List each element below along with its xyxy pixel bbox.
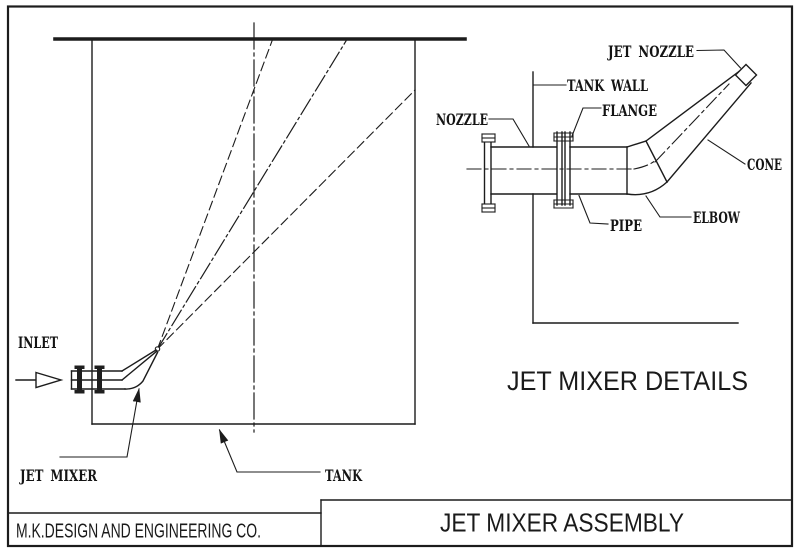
jet-spray-line-upper — [156, 40, 273, 350]
main-tank-view: INLET JET MIXER TANK — [15, 22, 467, 485]
flange-leader — [571, 107, 602, 137]
jet-mixer-assembly — [70, 349, 159, 394]
elbow-centerline — [633, 159, 657, 170]
jet-nozzle-leader — [696, 49, 742, 69]
jet-nozzle-label: JET NOZZLE — [607, 42, 694, 61]
inlet-label: INLET — [18, 333, 58, 352]
pipe-leader — [578, 194, 609, 225]
mixer-flange-1-bottom-bolt — [74, 390, 85, 394]
mixer-flange-1-top-bolt — [74, 365, 85, 369]
detail-nozzle-pipe — [466, 146, 635, 195]
cone-label: CONE — [747, 155, 782, 174]
pipe-label: PIPE — [610, 216, 642, 235]
mixer-taper-top — [121, 349, 157, 372]
left-flange-bottom-bolt — [481, 203, 496, 213]
detail-flange-pair — [553, 131, 574, 209]
jet-spray-centerline — [156, 40, 347, 350]
left-flange-top-bolt — [481, 133, 496, 143]
mixer-flange-2-top-bolt — [94, 365, 105, 369]
mixer-flange-1 — [77, 367, 82, 392]
mixer-taper-mid — [121, 350, 158, 381]
mixer-taper-bottom — [124, 351, 159, 390]
nozzle-leader — [488, 118, 530, 147]
tank-wall-label: TANK WALL — [567, 76, 648, 95]
detail-cone — [645, 70, 752, 183]
cone-centerline — [654, 83, 730, 163]
inlet-flow-arrow-icon — [15, 371, 64, 389]
tank-label: TANK — [325, 466, 363, 485]
cone-leader — [707, 139, 746, 165]
page-border — [6, 5, 794, 548]
detail-elbow — [626, 140, 668, 196]
jet-mixer-leader — [59, 387, 141, 458]
title-block: M.K.DESIGN AND ENGINEERING CO. JET MIXER… — [7, 499, 793, 547]
detail-jet-nozzle-tip — [734, 63, 758, 87]
mixer-flange-2 — [97, 367, 102, 392]
jet-spray-line-lower — [156, 89, 416, 350]
tank-leader — [218, 428, 321, 473]
drawing-title: JET MIXER ASSEMBLY — [440, 508, 684, 538]
elbow-cone-joint — [645, 140, 668, 183]
flange-pair-bottom-bolt — [553, 199, 574, 209]
company-name: M.K.DESIGN AND ENGINEERING CO. — [16, 521, 261, 543]
detail-left-flange — [481, 133, 496, 213]
mixer-flange-2-bottom-bolt — [94, 390, 105, 394]
jet-mixer-detail-view: JET NOZZLE TANK WALL FLANGE NOZZLE CONE … — [436, 42, 782, 396]
detail-view-title: JET MIXER DETAILS — [507, 366, 748, 396]
elbow-leader — [645, 195, 692, 218]
jet-mixer-label: JET MIXER — [19, 466, 98, 485]
flange-label: FLANGE — [602, 101, 657, 120]
nozzle-label: NOZZLE — [436, 110, 488, 129]
elbow-label: ELBOW — [693, 208, 741, 227]
